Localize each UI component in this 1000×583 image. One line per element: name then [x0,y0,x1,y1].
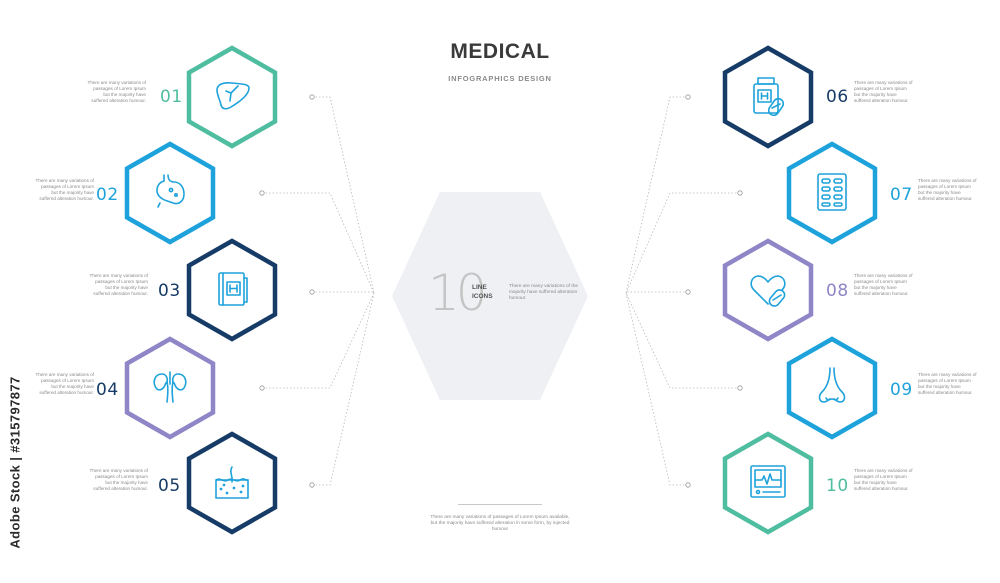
item-01-number: 01 [160,87,183,107]
connector-dot [309,94,315,100]
heart-monitor-icon [750,465,786,498]
stock-watermark-text: Adobe Stock | #315797877 [7,376,23,549]
item-05-number: 05 [158,476,181,496]
connector-dot [737,385,743,391]
connector-01 [312,96,375,294]
item-06-hexagon [722,45,814,149]
heart-pill-icon [750,275,786,307]
footer-description: There are many variations of passages of… [430,515,570,532]
item-09-hexagon [786,336,878,440]
connector-dot [685,482,691,488]
center-description: There are many variations of the majorit… [509,284,579,301]
stomach-icon [156,174,185,208]
liver-icon [216,82,250,110]
connector-dot [737,190,743,196]
kidneys-icon [153,371,187,403]
nose-icon [818,367,846,403]
item-04-number: 04 [96,380,119,400]
item-02-hexagon [124,141,216,245]
connector-06 [625,96,688,294]
item-03-number: 03 [158,281,181,301]
stock-watermark: Adobe Stock | #315797877 [6,350,24,580]
item-10-number: 10 [826,476,849,496]
item-02-number: 02 [96,185,119,205]
center-hexagon [390,190,590,402]
skin-layer-icon [215,466,249,499]
item-03-description: There are many variations of passages of… [89,273,148,296]
connector-02 [262,192,375,294]
item-07-number: 07 [890,185,913,205]
item-05-hexagon [186,431,278,535]
connector-09 [625,292,740,389]
item-01-hexagon [186,45,278,149]
item-10-hexagon [722,431,814,535]
item-08-description: There are many variations of passages of… [854,273,913,296]
item-04-hexagon [124,336,216,440]
connector-dot [685,94,691,100]
item-07-description: There are many variations of passages of… [918,178,977,201]
connector-05 [312,292,375,486]
item-07-hexagon [786,141,878,245]
item-03-hexagon [186,238,278,342]
connector-dot [259,190,265,196]
pill-blister-icon [817,173,847,211]
item-08-number: 08 [826,281,849,301]
item-06-description: There are many variations of passages of… [854,80,913,103]
center-number: 10 [428,264,488,322]
page-title: MEDICAL [450,40,550,63]
connector-dot [685,289,691,295]
medicine-bottle-pill-icon [753,77,785,117]
item-04-description: There are many variations of passages of… [35,372,94,395]
connector-dot [309,482,315,488]
hospital-book-icon [218,272,248,306]
center-label-line1: LINE [472,284,487,291]
center-label: LINE ICONS [472,283,493,301]
page-subtitle: INFOGRAPHICS DESIGN [448,74,552,83]
item-05-description: There are many variations of passages of… [89,468,148,491]
item-06-number: 06 [826,87,849,107]
item-09-number: 09 [890,380,913,400]
item-08-hexagon [722,238,814,342]
item-01-description: There are many variations of passages of… [87,80,146,103]
connector-04 [262,292,375,389]
item-09-description: There are many variations of passages of… [918,372,977,395]
connector-dot [309,289,315,295]
center-label-line2: ICONS [472,293,493,300]
connector-dot [259,385,265,391]
item-10-description: There are many variations of passages of… [854,468,913,491]
connector-10 [625,292,688,486]
item-02-description: There are many variations of passages of… [35,178,94,201]
connector-07 [625,192,740,294]
footer-divider [458,504,542,505]
